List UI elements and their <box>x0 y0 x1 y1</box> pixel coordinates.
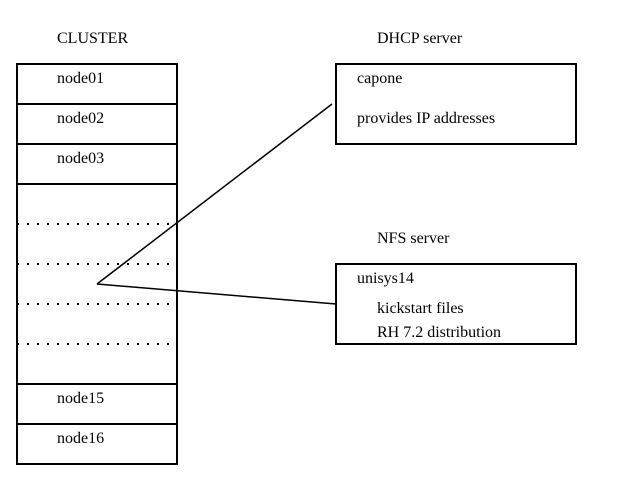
nfs-connection-line <box>96 283 337 305</box>
dhcp-connection-line <box>96 103 333 285</box>
nfs-server-host: unisys14 <box>357 270 414 287</box>
dhcp-server-host: capone <box>357 70 403 87</box>
nfs-server-item: kickstart files <box>377 300 464 317</box>
dhcp-server-title: DHCP server <box>377 30 463 47</box>
dhcp-server-description: provides IP addresses <box>357 110 496 127</box>
cluster-node-node02: node02 <box>57 110 105 127</box>
cluster-node-node15: node15 <box>57 390 105 407</box>
nfs-server-title: NFS server <box>377 230 450 247</box>
cluster-node-node16: node16 <box>57 430 105 447</box>
cluster-node-node01: node01 <box>57 70 105 87</box>
nfs-server-item: RH 7.2 distribution <box>377 324 502 341</box>
dhcp-server-box <box>335 63 577 145</box>
cluster-node-node03: node03 <box>57 150 105 167</box>
cluster-title: CLUSTER <box>57 30 129 47</box>
